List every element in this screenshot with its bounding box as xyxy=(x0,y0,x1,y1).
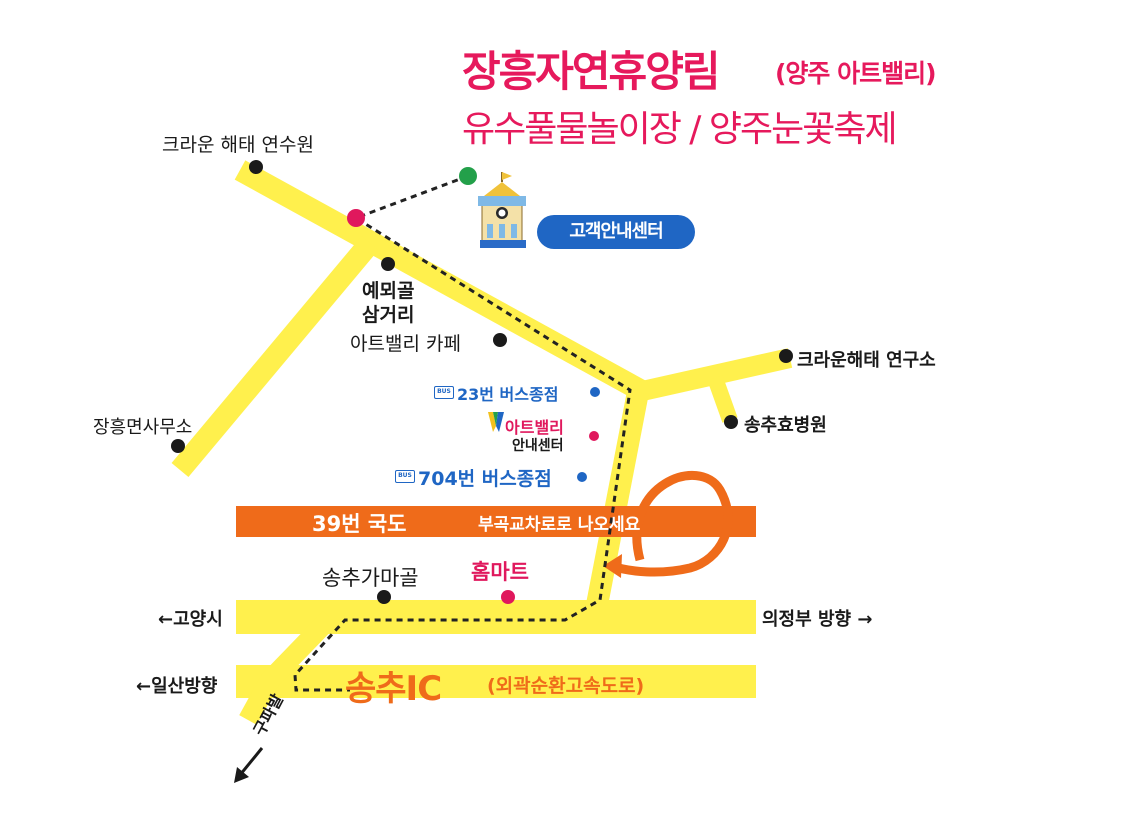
label-crown-lab: 크라운해태 연구소 xyxy=(797,350,936,371)
label-expressway: (외곽순환고속도로) xyxy=(487,675,645,697)
label-ilsan: ←일산방향 xyxy=(136,676,218,697)
label-homemart: 홈마트 xyxy=(471,560,529,584)
artvalley-logo-icon xyxy=(488,412,504,432)
label-yeoeoegol-2: 삼거리 xyxy=(362,304,415,326)
label-artvalley-cafe: 아트밸리 카페 xyxy=(350,333,461,355)
label-artvalley-info-sub: 안내센터 xyxy=(512,438,564,454)
page-subtitle: 유수풀물놀이장 / 양주눈꽃축제 xyxy=(462,109,898,150)
road-crown-to-junction xyxy=(234,160,646,400)
label-artvalley-info: 아트밸리 xyxy=(505,418,564,437)
label-goyang: ←고양시 xyxy=(158,609,223,630)
roads-layer xyxy=(171,160,793,725)
bus-704-icon: BUS xyxy=(395,470,415,483)
label-gamagol: 송추가마골 xyxy=(322,566,419,590)
visitor-center-badge[interactable]: 고객안내센터 xyxy=(537,215,695,249)
road-jangheung-diagonal xyxy=(171,235,379,478)
label-jangheung-office: 장흥면사무소 xyxy=(93,417,193,438)
label-route-39-note: 부곡교차로로 나오세요 xyxy=(478,515,641,535)
label-hospital: 송추효병원 xyxy=(744,415,827,436)
road-hospital-branch xyxy=(707,375,738,423)
page-title: 장흥자연휴양림 xyxy=(462,47,720,96)
road-main-south xyxy=(585,389,649,613)
bus-23-icon: BUS xyxy=(434,386,454,399)
road-crown-lab xyxy=(635,348,793,402)
label-crown-training: 크라운 해태 연수원 xyxy=(162,134,314,156)
label-uijeongbu: 의정부 방향 → xyxy=(762,609,873,630)
label-bus-23: 23번 버스종점 xyxy=(457,385,559,404)
label-bus-704: 704번 버스종점 xyxy=(418,468,552,490)
page-title-paren: (양주 아트밸리) xyxy=(775,59,937,88)
label-songchu-ic: 송추IC xyxy=(345,669,442,709)
label-route-39: 39번 국도 xyxy=(312,512,407,536)
label-yeoeoegol-1: 예뫼골 xyxy=(362,280,415,302)
